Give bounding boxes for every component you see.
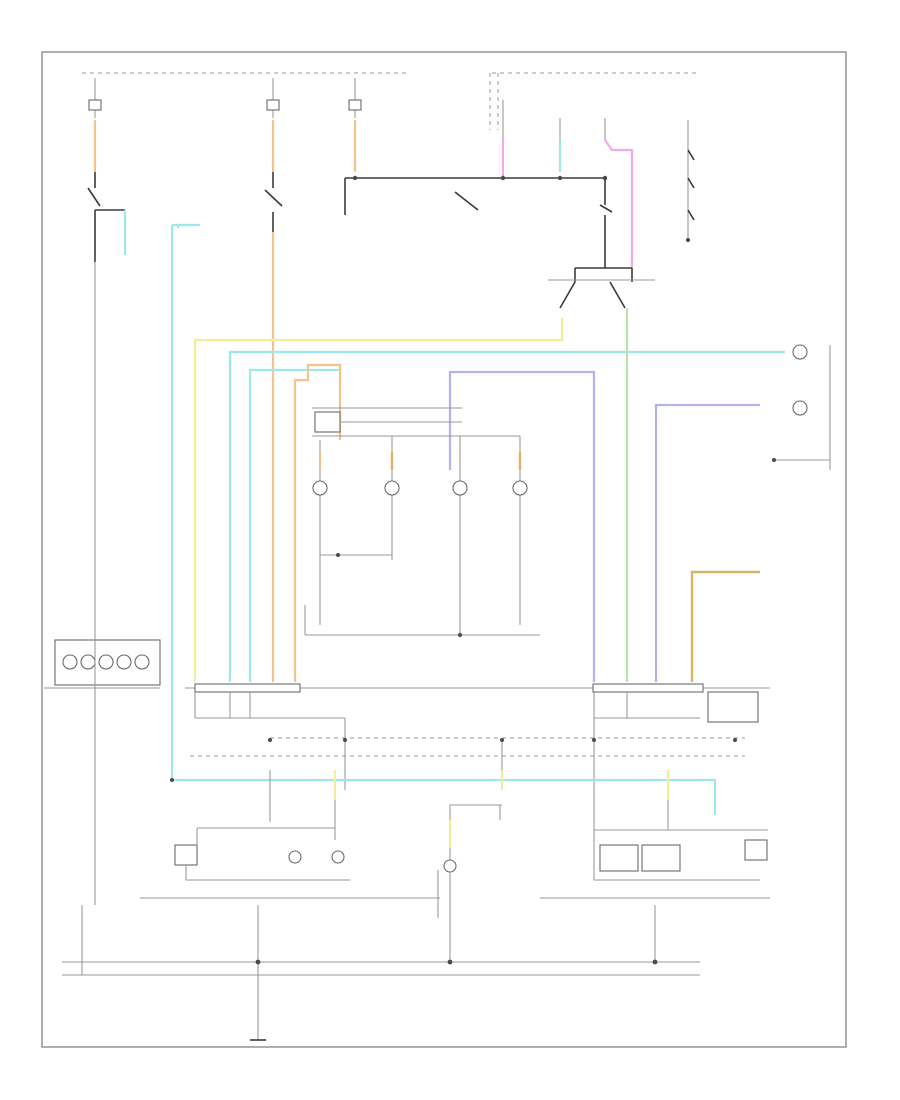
right-sub-column: [686, 120, 695, 242]
ground-bus: [62, 262, 700, 1041]
right-lamp-connectors: [772, 344, 831, 470]
center-stop-lamp: [437, 770, 504, 960]
tan-wire: [690, 570, 760, 682]
left-rear-lamps: [140, 770, 440, 899]
headlamp-switch: [87, 187, 127, 262]
power-bus-top: [82, 72, 700, 130]
trailer-connector: [44, 639, 161, 689]
fuse-3: [348, 78, 362, 172]
lower-cyan-wire: [172, 778, 717, 815]
fuse-2: [266, 78, 280, 188]
turn-signal-switch: [548, 267, 655, 309]
main-harness: [185, 683, 770, 790]
blue-wires: [448, 370, 760, 682]
hazard-flasher: [454, 118, 634, 268]
diagram-frame: [41, 51, 847, 1048]
fuse-1: [88, 78, 102, 188]
left-vertical-wires: [170, 223, 785, 780]
turn-signal-module: [304, 407, 540, 637]
dimmer-switch: [264, 189, 283, 232]
right-rear-lamps: [540, 770, 770, 899]
junction-nodes: [170, 738, 737, 782]
